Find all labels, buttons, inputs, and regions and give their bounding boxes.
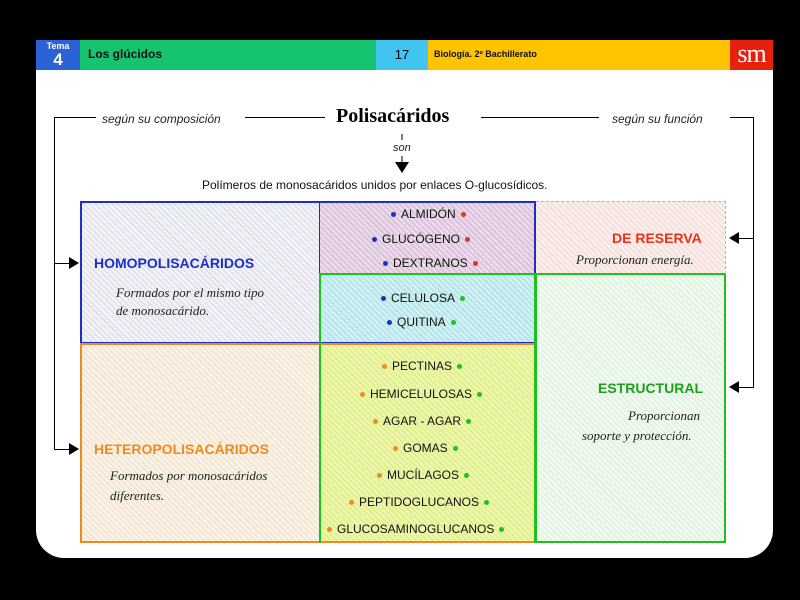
- arrow-right-icon: [69, 443, 79, 455]
- bullet-dot: [460, 296, 466, 302]
- list-item: GLUCOSAMINOGLUCANOS: [322, 522, 509, 536]
- homo-divider: [319, 201, 320, 273]
- list-item: MUCÍLAGOS: [372, 468, 474, 482]
- list-item: GLUCÓGENO: [367, 232, 475, 246]
- homo-label: HOMOPOLISACÁRIDOS: [94, 255, 255, 271]
- sm-logo: sm: [730, 40, 773, 70]
- estructural-desc-2: soporte y protección.: [582, 428, 692, 443]
- bullet-dot: [477, 392, 483, 398]
- arrow-right-icon: [69, 257, 79, 269]
- bullet-dot: [383, 261, 388, 267]
- reserva-region: [535, 201, 725, 273]
- estructural-border: [535, 273, 726, 543]
- reserva-desc: Proporcionan energía.: [576, 252, 694, 267]
- connector-line: [738, 238, 754, 239]
- hetero-desc-2: diferentes.: [110, 488, 165, 503]
- connector-line: [245, 117, 325, 118]
- list-item: DEXTRANOS: [378, 256, 483, 270]
- reserva-label: DE RESERVA: [612, 230, 702, 246]
- bullet-dot: [472, 261, 478, 267]
- bullet-dot: [457, 364, 463, 370]
- estructural-label: ESTRUCTURAL: [598, 380, 703, 396]
- homo-region: [80, 201, 320, 343]
- estructural-desc-1: Proporcionan: [628, 408, 700, 423]
- connector-line: [54, 117, 96, 118]
- arrow-down-icon: [395, 162, 409, 173]
- arrow-left-icon: [729, 381, 739, 393]
- connector-line: [730, 117, 754, 118]
- bullet-dot: [464, 473, 470, 479]
- connector-line: [54, 263, 70, 264]
- list-item: HEMICELULOSAS: [355, 387, 487, 401]
- list-item: QUITINA: [382, 315, 461, 329]
- bullet-dot: [466, 419, 472, 425]
- bullet-dot: [391, 212, 396, 218]
- bullet-dot: [387, 320, 392, 326]
- tema-label: Tema: [46, 41, 70, 51]
- list-item: ALMIDÓN: [386, 207, 471, 221]
- connector-line: [54, 449, 70, 450]
- list-item: PEPTIDOGLUCANOS: [344, 495, 494, 509]
- tema-number: 4: [53, 50, 63, 69]
- bullet-dot: [393, 446, 398, 452]
- homo-desc-2: de monosacárido.: [116, 303, 210, 318]
- bullet-dot: [377, 473, 382, 479]
- diagram-title: Polisacáridos: [336, 105, 450, 127]
- page-number: 17: [376, 40, 428, 70]
- son-label: son: [393, 142, 411, 154]
- connector-line: [738, 387, 754, 388]
- right-branch-label: según su función: [612, 112, 703, 126]
- bullet-dot: [382, 364, 387, 370]
- hetero-estructural-cell: [320, 343, 535, 542]
- tema-badge: Tema 4: [36, 40, 80, 70]
- logo-underline: [730, 70, 773, 76]
- list-item: GOMAS: [388, 441, 463, 455]
- bullet-dot: [373, 419, 378, 425]
- bullet-dot: [450, 320, 456, 326]
- bullet-dot: [460, 212, 466, 218]
- estructural-column-border: [319, 273, 536, 543]
- connector-line: [481, 117, 599, 118]
- homo-desc-1: Formados por el mismo tipo: [116, 285, 265, 300]
- course-label: Biología. 2º Bachillerato: [434, 49, 537, 59]
- arrow-left-icon: [729, 232, 739, 244]
- bullet-dot: [465, 237, 471, 243]
- unit-title-bar: Los glúcidos: [80, 40, 376, 70]
- bullet-dot: [381, 296, 386, 302]
- homo-reserva-cell: [320, 201, 535, 273]
- list-item: PECTINAS: [377, 359, 467, 373]
- bullet-dot: [327, 527, 332, 533]
- connector-line: [753, 117, 754, 387]
- reserva-border: [536, 201, 726, 274]
- left-branch-label: según su composición: [102, 112, 221, 126]
- definition-text: Polímeros de monosacáridos unidos por en…: [202, 178, 548, 192]
- homo-estructural-cell: [320, 273, 535, 343]
- estructural-region: [535, 273, 725, 542]
- list-item: AGAR - AGAR: [368, 414, 476, 428]
- unit-title: Los glúcidos: [88, 47, 163, 61]
- bullet-dot: [484, 500, 490, 506]
- bullet-dot: [349, 500, 354, 506]
- connector-line: [54, 117, 55, 450]
- bullet-dot: [452, 446, 458, 452]
- course-bar: Biología. 2º Bachillerato: [428, 40, 730, 70]
- hetero-desc-1: Formados por monosacáridos: [110, 468, 268, 483]
- bullet-dot: [360, 392, 365, 398]
- bullet-dot: [372, 237, 377, 243]
- bullet-dot: [499, 527, 505, 533]
- hetero-region: [80, 343, 320, 542]
- hetero-label: HETEROPOLISACÁRIDOS: [94, 441, 270, 457]
- list-item: CELULOSA: [376, 291, 470, 305]
